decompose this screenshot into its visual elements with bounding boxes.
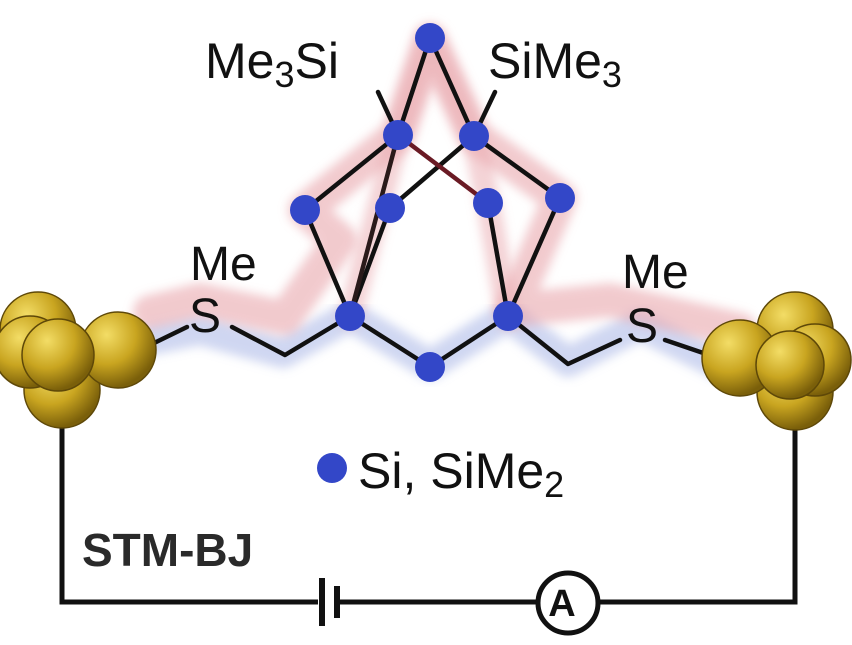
- molecule-bonds: [147, 35, 718, 370]
- silicon-atom-marker: [473, 188, 503, 218]
- silicon-atom-marker: [335, 301, 365, 331]
- silicon-atom-marker: [493, 301, 523, 331]
- ammeter-icon: [535, 570, 601, 636]
- left-wire: [59, 425, 318, 605]
- silicon-atom-marker: [545, 183, 575, 213]
- legend-atom-marker: [317, 453, 347, 483]
- left-methyl-label: Me: [190, 238, 257, 291]
- ammeter-label: A: [548, 583, 576, 625]
- silicon-atom-marker: [415, 23, 445, 53]
- gold-electrode-cluster-right: [701, 291, 852, 431]
- silicon-atom-marker: [459, 121, 489, 151]
- right-methyl-label: Me: [622, 246, 689, 299]
- silicon-atom-marker: [290, 195, 320, 225]
- gold-electrode-cluster-left: [0, 291, 157, 429]
- right-trimethylsilyl-label: SiMe3: [488, 33, 622, 95]
- setup-title: STM-BJ: [82, 524, 254, 576]
- right-wire-return: [598, 430, 798, 605]
- silicon-atom-marker: [415, 352, 445, 382]
- silicon-atoms: [290, 23, 575, 382]
- battery-icon: [319, 578, 340, 626]
- legend-label: Si, SiMe2: [358, 443, 565, 505]
- silicon-atom-marker: [383, 120, 413, 150]
- left-sulfur-label: S: [189, 290, 222, 343]
- right-sulfur-label: S: [626, 300, 659, 353]
- circuit-wires: [59, 425, 798, 605]
- left-trimethylsilyl-label: Me3Si: [205, 33, 339, 95]
- silicon-atom-marker: [375, 193, 405, 223]
